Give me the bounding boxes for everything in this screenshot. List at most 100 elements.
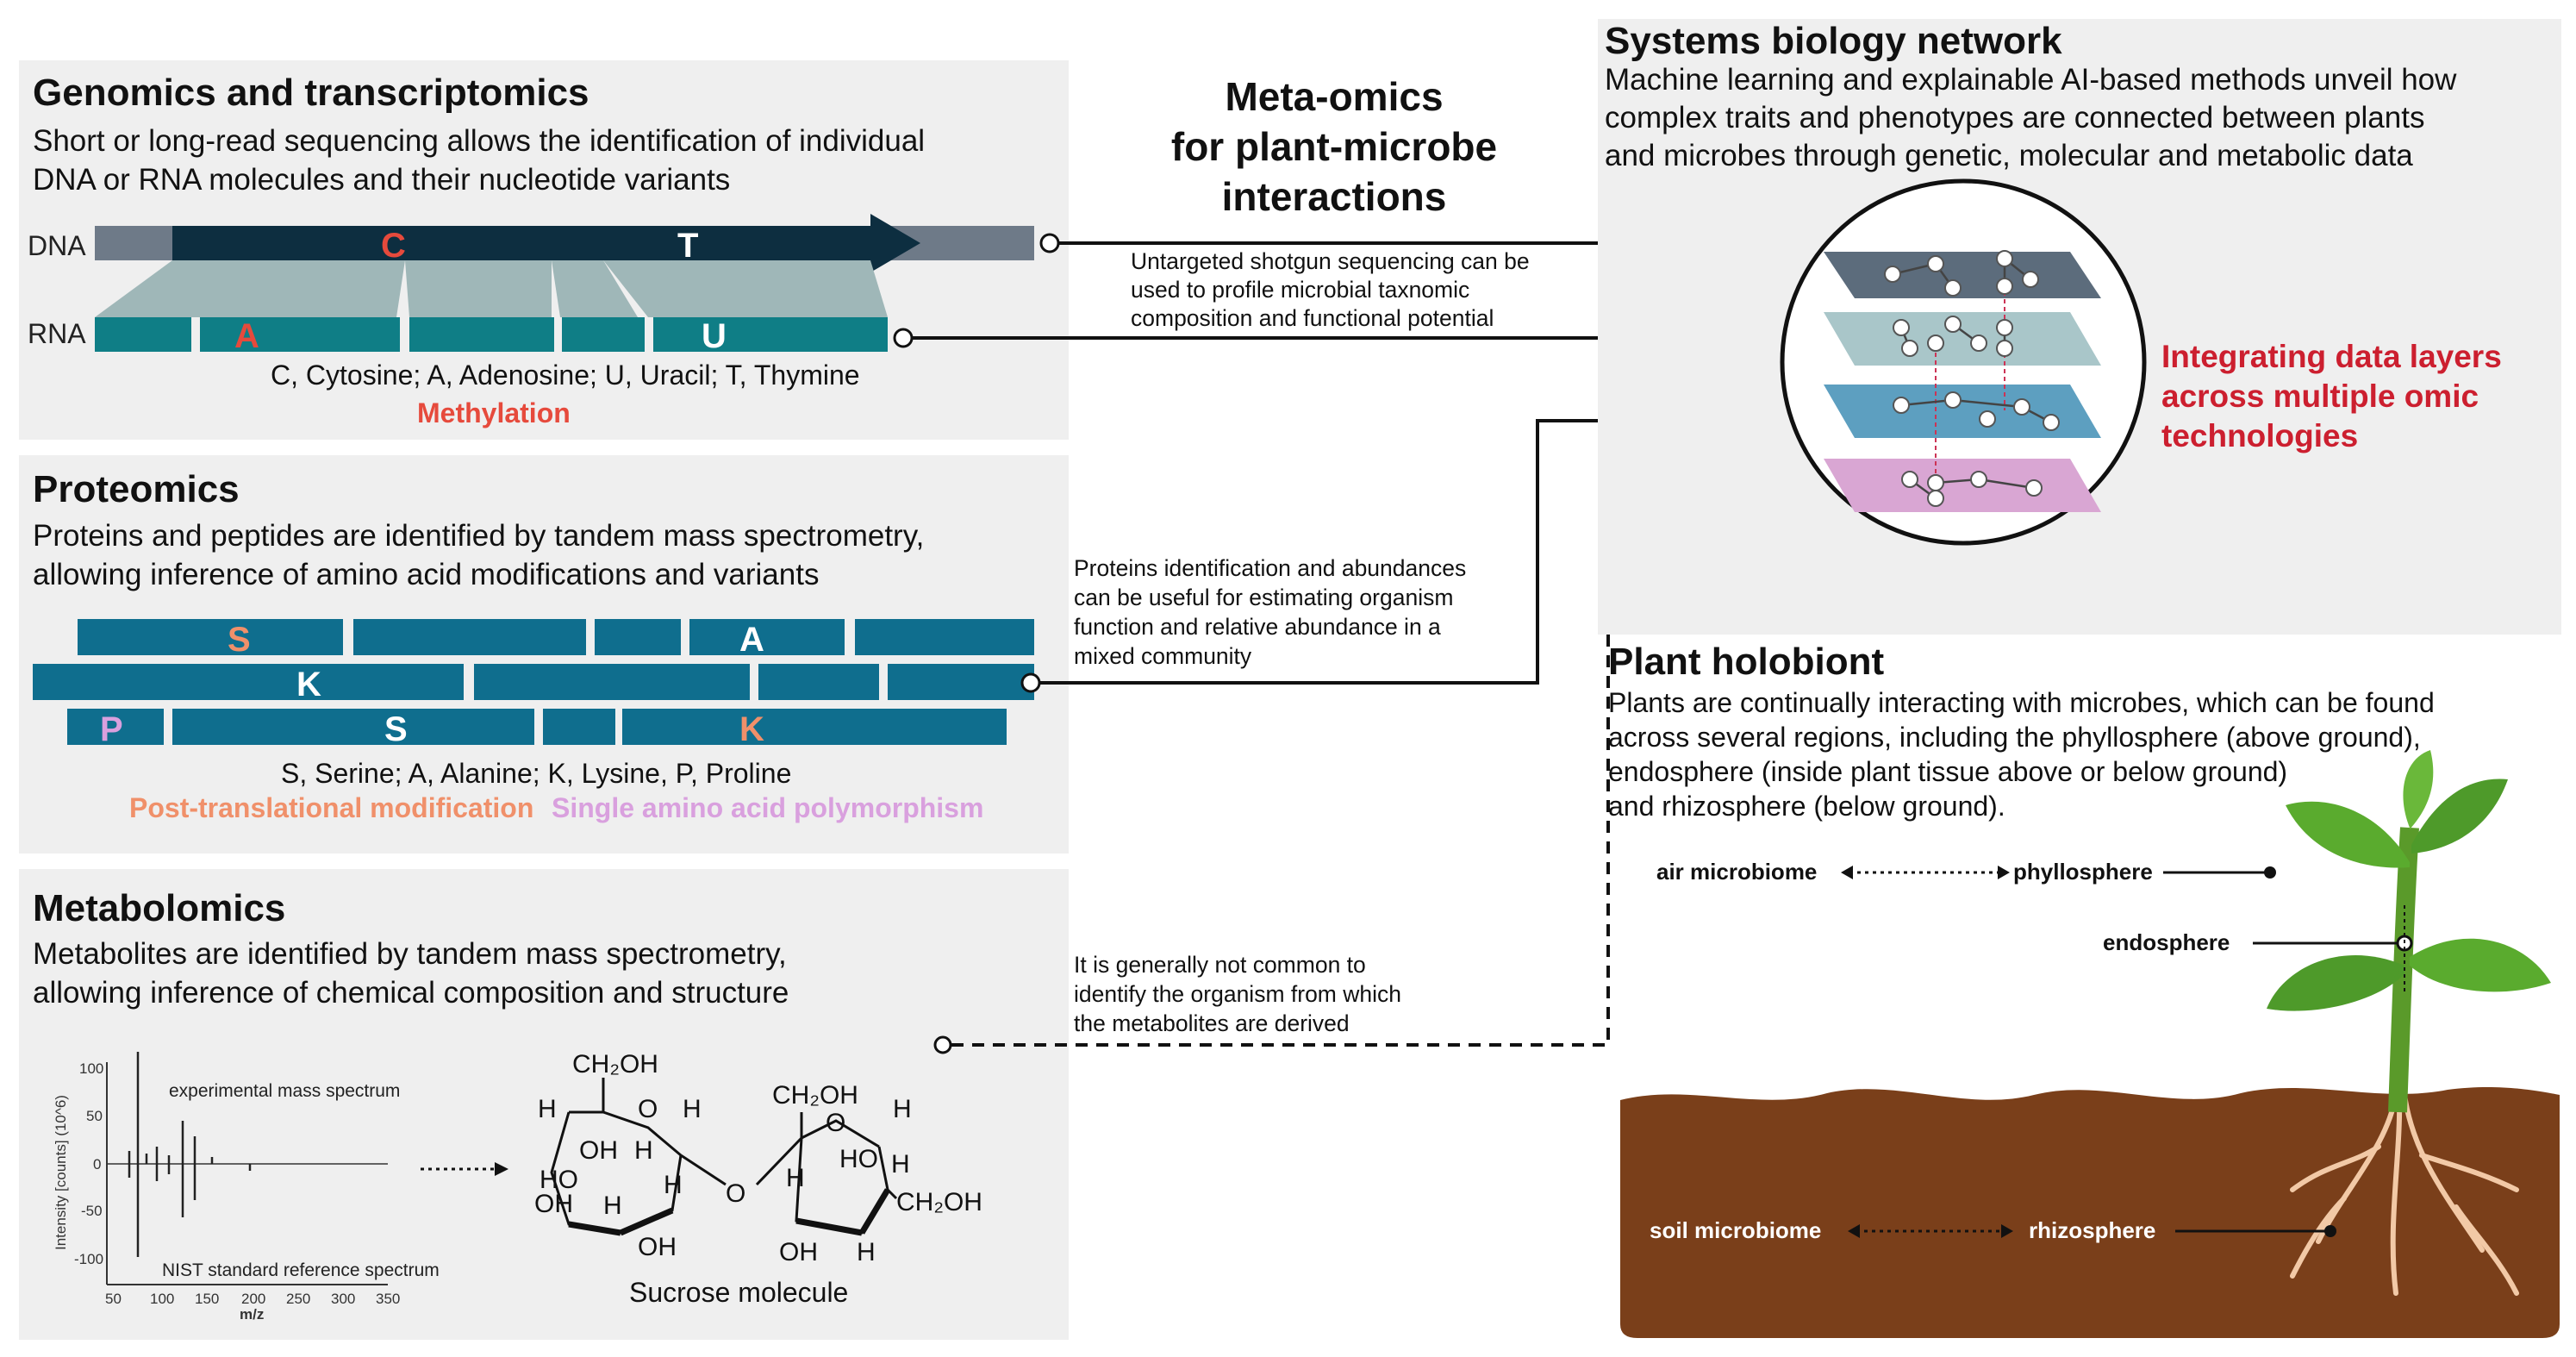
rna-letter-a: A bbox=[234, 317, 259, 355]
chem-h-8: H bbox=[891, 1150, 910, 1179]
integrate-line2: across multiple omic bbox=[2161, 378, 2479, 414]
interlayer-links bbox=[1935, 276, 2005, 483]
peptide-letter-k2: K bbox=[739, 710, 764, 748]
leaf-lower-left bbox=[2267, 955, 2404, 1011]
chem-oh-3: OH bbox=[638, 1233, 677, 1261]
soil-block bbox=[1620, 1086, 2560, 1338]
leaf-upper-right bbox=[2411, 779, 2508, 854]
ms-x-tick-300: 300 bbox=[331, 1291, 355, 1307]
leaf-upper-left bbox=[2286, 801, 2410, 868]
network-layer-4 bbox=[1824, 459, 2101, 512]
network-graph bbox=[1884, 250, 2060, 507]
ptm-label: Post-translational modification bbox=[129, 792, 533, 823]
chem-oh-2: OH bbox=[534, 1190, 573, 1218]
chem-o-left-ring: O bbox=[638, 1095, 658, 1123]
chem-ch2oh-top-left: CH₂OH bbox=[572, 1050, 658, 1079]
proteomics-note-line2: can be useful for estimating organism bbox=[1074, 585, 1453, 610]
rna-label: RNA bbox=[28, 318, 86, 349]
center-title-line1: Meta-omics bbox=[1225, 74, 1443, 119]
phyllosphere-label: phyllosphere bbox=[2013, 859, 2153, 885]
ms-x-axis-label: m/z bbox=[240, 1306, 264, 1323]
chem-h-9: H bbox=[857, 1238, 876, 1266]
ms-peaks bbox=[128, 1052, 252, 1257]
metabolomics-note-line3: the metabolites are derived bbox=[1074, 1010, 1350, 1036]
chem-h-5: H bbox=[664, 1171, 683, 1199]
peptide-letter-s2: S bbox=[384, 710, 408, 748]
proteomics-desc-line1: Proteins and peptides are identified by … bbox=[33, 519, 924, 553]
proteomics-desc-line2: allowing inference of amino acid modific… bbox=[33, 558, 819, 591]
ms-x-tick-200: 200 bbox=[241, 1291, 265, 1307]
network-layer-2 bbox=[1824, 312, 2101, 366]
genomics-title: Genomics and transcriptomics bbox=[33, 72, 589, 114]
holobiont-desc-line3: endosphere (inside plant tissue above or… bbox=[1608, 756, 2287, 787]
dna-read-arrow bbox=[172, 214, 920, 272]
holobiont-desc-line2: across several regions, including the ph… bbox=[1608, 722, 2421, 753]
holobiont-desc-line1: Plants are continually interacting with … bbox=[1608, 687, 2435, 718]
methylation-label: Methylation bbox=[417, 397, 571, 428]
proteomics-connector-dot bbox=[1020, 672, 1041, 693]
peptide-letter-k1: K bbox=[296, 666, 321, 704]
rna-fragments bbox=[95, 317, 888, 352]
ms-to-molecule-arrowhead bbox=[495, 1162, 508, 1176]
genomics-desc-line1: Short or long-read sequencing allows the… bbox=[33, 124, 925, 158]
rna-letter-u: U bbox=[702, 317, 727, 355]
genomics-note-line3: composition and functional potential bbox=[1131, 305, 1494, 331]
chem-o-bridge: O bbox=[726, 1179, 745, 1208]
soil-microbiome-label: soil microbiome bbox=[1650, 1217, 1821, 1243]
integrate-line1: Integrating data layers bbox=[2161, 339, 2502, 374]
proteomics-note-line1: Proteins identification and abundances bbox=[1074, 555, 1466, 581]
ms-x-tick-50: 50 bbox=[105, 1291, 122, 1307]
ms-y-tick-neg50: -50 bbox=[81, 1203, 103, 1219]
genomics-desc-line2: DNA or RNA molecules and their nucleotid… bbox=[33, 163, 730, 197]
peptide-rows bbox=[33, 619, 1034, 745]
genomics-legend: C, Cytosine; A, Adenosine; U, Uracil; T,… bbox=[271, 360, 860, 391]
chem-oh-4: OH bbox=[779, 1238, 818, 1266]
ms-y-tick-0: 0 bbox=[93, 1156, 101, 1173]
peptide-letter-s1: S bbox=[228, 621, 251, 659]
center-title-line3: interactions bbox=[1222, 174, 1447, 219]
chem-ho-left: HO bbox=[540, 1166, 578, 1194]
chem-ch2oh-right: CH₂OH bbox=[896, 1188, 982, 1216]
holobiont-desc-line4: and rhizosphere (below ground). bbox=[1608, 791, 2005, 822]
ms-x-tick-100: 100 bbox=[150, 1291, 174, 1307]
leaf-lower-right bbox=[2410, 938, 2551, 992]
systems-desc-line1: Machine learning and explainable AI-base… bbox=[1605, 63, 2457, 97]
transcription-fans bbox=[95, 260, 888, 317]
proteomics-panel: Proteomics Proteins and peptides are ide… bbox=[19, 455, 1069, 854]
metabolomics-desc-line1: Metabolites are identified by tandem mas… bbox=[33, 937, 787, 971]
leaf-top bbox=[2403, 750, 2434, 829]
genomics-panel: Genomics and transcriptomics Short or lo… bbox=[19, 60, 1069, 440]
metabolomics-title: Metabolomics bbox=[33, 887, 285, 929]
chem-oh-1: OH bbox=[579, 1136, 618, 1165]
rhizosphere-label: rhizosphere bbox=[2029, 1217, 2155, 1243]
proteomics-legend: S, Serine; A, Alanine; K, Lysine, P, Pro… bbox=[281, 758, 791, 789]
ms-nist-label: NIST standard reference spectrum bbox=[162, 1260, 440, 1280]
metabolomics-note-line2: identify the organism from which bbox=[1074, 981, 1401, 1007]
chem-h-2: H bbox=[683, 1095, 702, 1123]
ms-y-tick-100: 100 bbox=[79, 1060, 103, 1077]
proteomics-note-line4: mixed community bbox=[1074, 643, 1252, 669]
chem-h-6: H bbox=[893, 1095, 912, 1123]
ms-y-axis-label: Intensity [counts] (10^6) bbox=[53, 1095, 69, 1250]
genomics-note-line1: Untargeted shotgun sequencing can be bbox=[1131, 248, 1530, 274]
dna-letter-t: T bbox=[677, 227, 698, 265]
proteomics-note-line3: function and relative abundance in a bbox=[1074, 614, 1441, 640]
sucrose-structure: CH₂OH O H H HO OH H OH H H OH O CH₂OH O … bbox=[534, 1050, 982, 1308]
metabolomics-panel: Metabolomics Metabolites are identified … bbox=[19, 869, 1069, 1340]
systems-desc-line3: and microbes through genetic, molecular … bbox=[1605, 139, 2413, 172]
holobiont-panel: Plant holobiont Plants are continually i… bbox=[1608, 641, 2560, 1338]
ms-y-tick-neg100: -100 bbox=[74, 1251, 103, 1267]
dna-connector-dot bbox=[1039, 233, 1060, 253]
center-title-line2: for plant-microbe bbox=[1171, 124, 1497, 169]
chem-h-4: H bbox=[603, 1191, 622, 1220]
dna-letter-c: C bbox=[381, 227, 406, 265]
integrate-line3: technologies bbox=[2161, 418, 2358, 453]
chem-o-right-ring: O bbox=[826, 1109, 845, 1137]
chem-h-3: H bbox=[634, 1136, 653, 1165]
chem-ch2oh-top-right: CH₂OH bbox=[772, 1081, 858, 1110]
peptide-letter-a: A bbox=[739, 621, 764, 659]
holobiont-title: Plant holobiont bbox=[1608, 641, 1885, 683]
ms-x-tick-350: 350 bbox=[376, 1291, 400, 1307]
metabolomics-connector-dot bbox=[933, 1035, 952, 1054]
ms-x-tick-150: 150 bbox=[195, 1291, 219, 1307]
